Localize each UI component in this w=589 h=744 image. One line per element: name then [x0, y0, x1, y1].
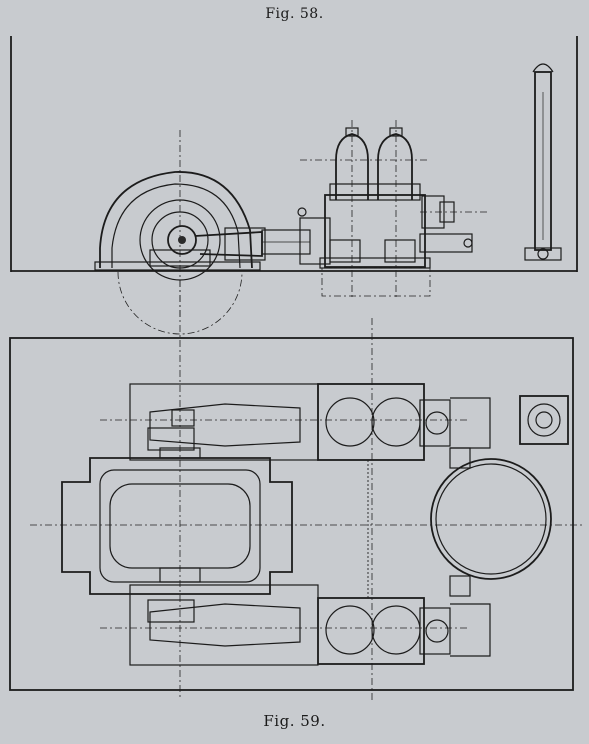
- flywheel-pit-outline: [117, 271, 243, 335]
- pump-block-lower: [317, 597, 425, 665]
- figure-58-elevation: [10, 36, 578, 335]
- plan-frame: [9, 337, 574, 691]
- standpipe-column: [534, 71, 552, 251]
- air-vessel-plan-lower-left: [325, 605, 375, 655]
- pump-block-upper: [317, 383, 425, 461]
- standpipe-base-plan: [519, 395, 569, 445]
- delivery-valve-upper: [419, 399, 451, 447]
- flywheel-web: [151, 211, 209, 269]
- tank-connector-upper: [449, 447, 471, 469]
- suction-tank: [430, 458, 552, 580]
- air-vessel-plan-upper-left: [325, 397, 375, 447]
- bedplate-upper: [129, 383, 319, 461]
- pump-cylinder-left: [329, 239, 361, 263]
- suction-pipe-below: [321, 267, 431, 297]
- crosshead-frame: [224, 227, 266, 261]
- pump-body: [324, 194, 426, 268]
- engine-bedplate-base: [94, 261, 261, 271]
- air-vessel-plan-upper-right: [371, 397, 421, 447]
- figure-59-caption: Fig. 59.: [263, 712, 326, 730]
- standpipe-bore-plan: [535, 411, 553, 429]
- bearing-cap-upper: [171, 409, 195, 427]
- air-vessel-left: [335, 133, 369, 200]
- standpipe-top: [532, 63, 554, 73]
- oil-cup: [297, 207, 307, 217]
- flywheel-housing: [99, 171, 253, 269]
- bearing-pedestal: [149, 249, 211, 267]
- pipe-loop-lower: [450, 603, 491, 657]
- bedplate-lower: [129, 584, 319, 666]
- crank-pin: [178, 236, 186, 244]
- crosshead-guide-lower: [149, 603, 301, 647]
- standpipe-base-bolt: [537, 248, 549, 260]
- air-vessel-plan-lower-right: [371, 605, 421, 655]
- pump-cylinder-right: [384, 239, 416, 263]
- figure-59-plan: [9, 280, 585, 700]
- delivery-flange-lower: [425, 619, 449, 643]
- figure-58-caption: Fig. 58.: [265, 6, 324, 22]
- bearing-upper: [147, 427, 195, 451]
- tank-connector-lower: [449, 575, 471, 597]
- suction-tank-inner: [435, 463, 547, 575]
- coupling-lower: [159, 567, 201, 583]
- dynamo-frame: [61, 457, 293, 595]
- delivery-flange-upper: [425, 411, 449, 435]
- crank-disc: [167, 225, 197, 255]
- discharge-nut: [463, 238, 473, 248]
- crosshead-guide-upper: [149, 403, 301, 447]
- standpipe-base: [524, 247, 562, 261]
- delivery-valve-lower: [419, 607, 451, 655]
- pipe-loop-upper: [450, 397, 491, 449]
- standpipe-flange-plan: [527, 403, 561, 437]
- flywheel-housing-inner: [111, 183, 241, 269]
- pump-base: [319, 257, 431, 269]
- air-vessel-right: [377, 133, 413, 200]
- bearing-lower: [147, 599, 195, 623]
- coupling-upper: [159, 447, 201, 459]
- valve-chest: [329, 183, 421, 201]
